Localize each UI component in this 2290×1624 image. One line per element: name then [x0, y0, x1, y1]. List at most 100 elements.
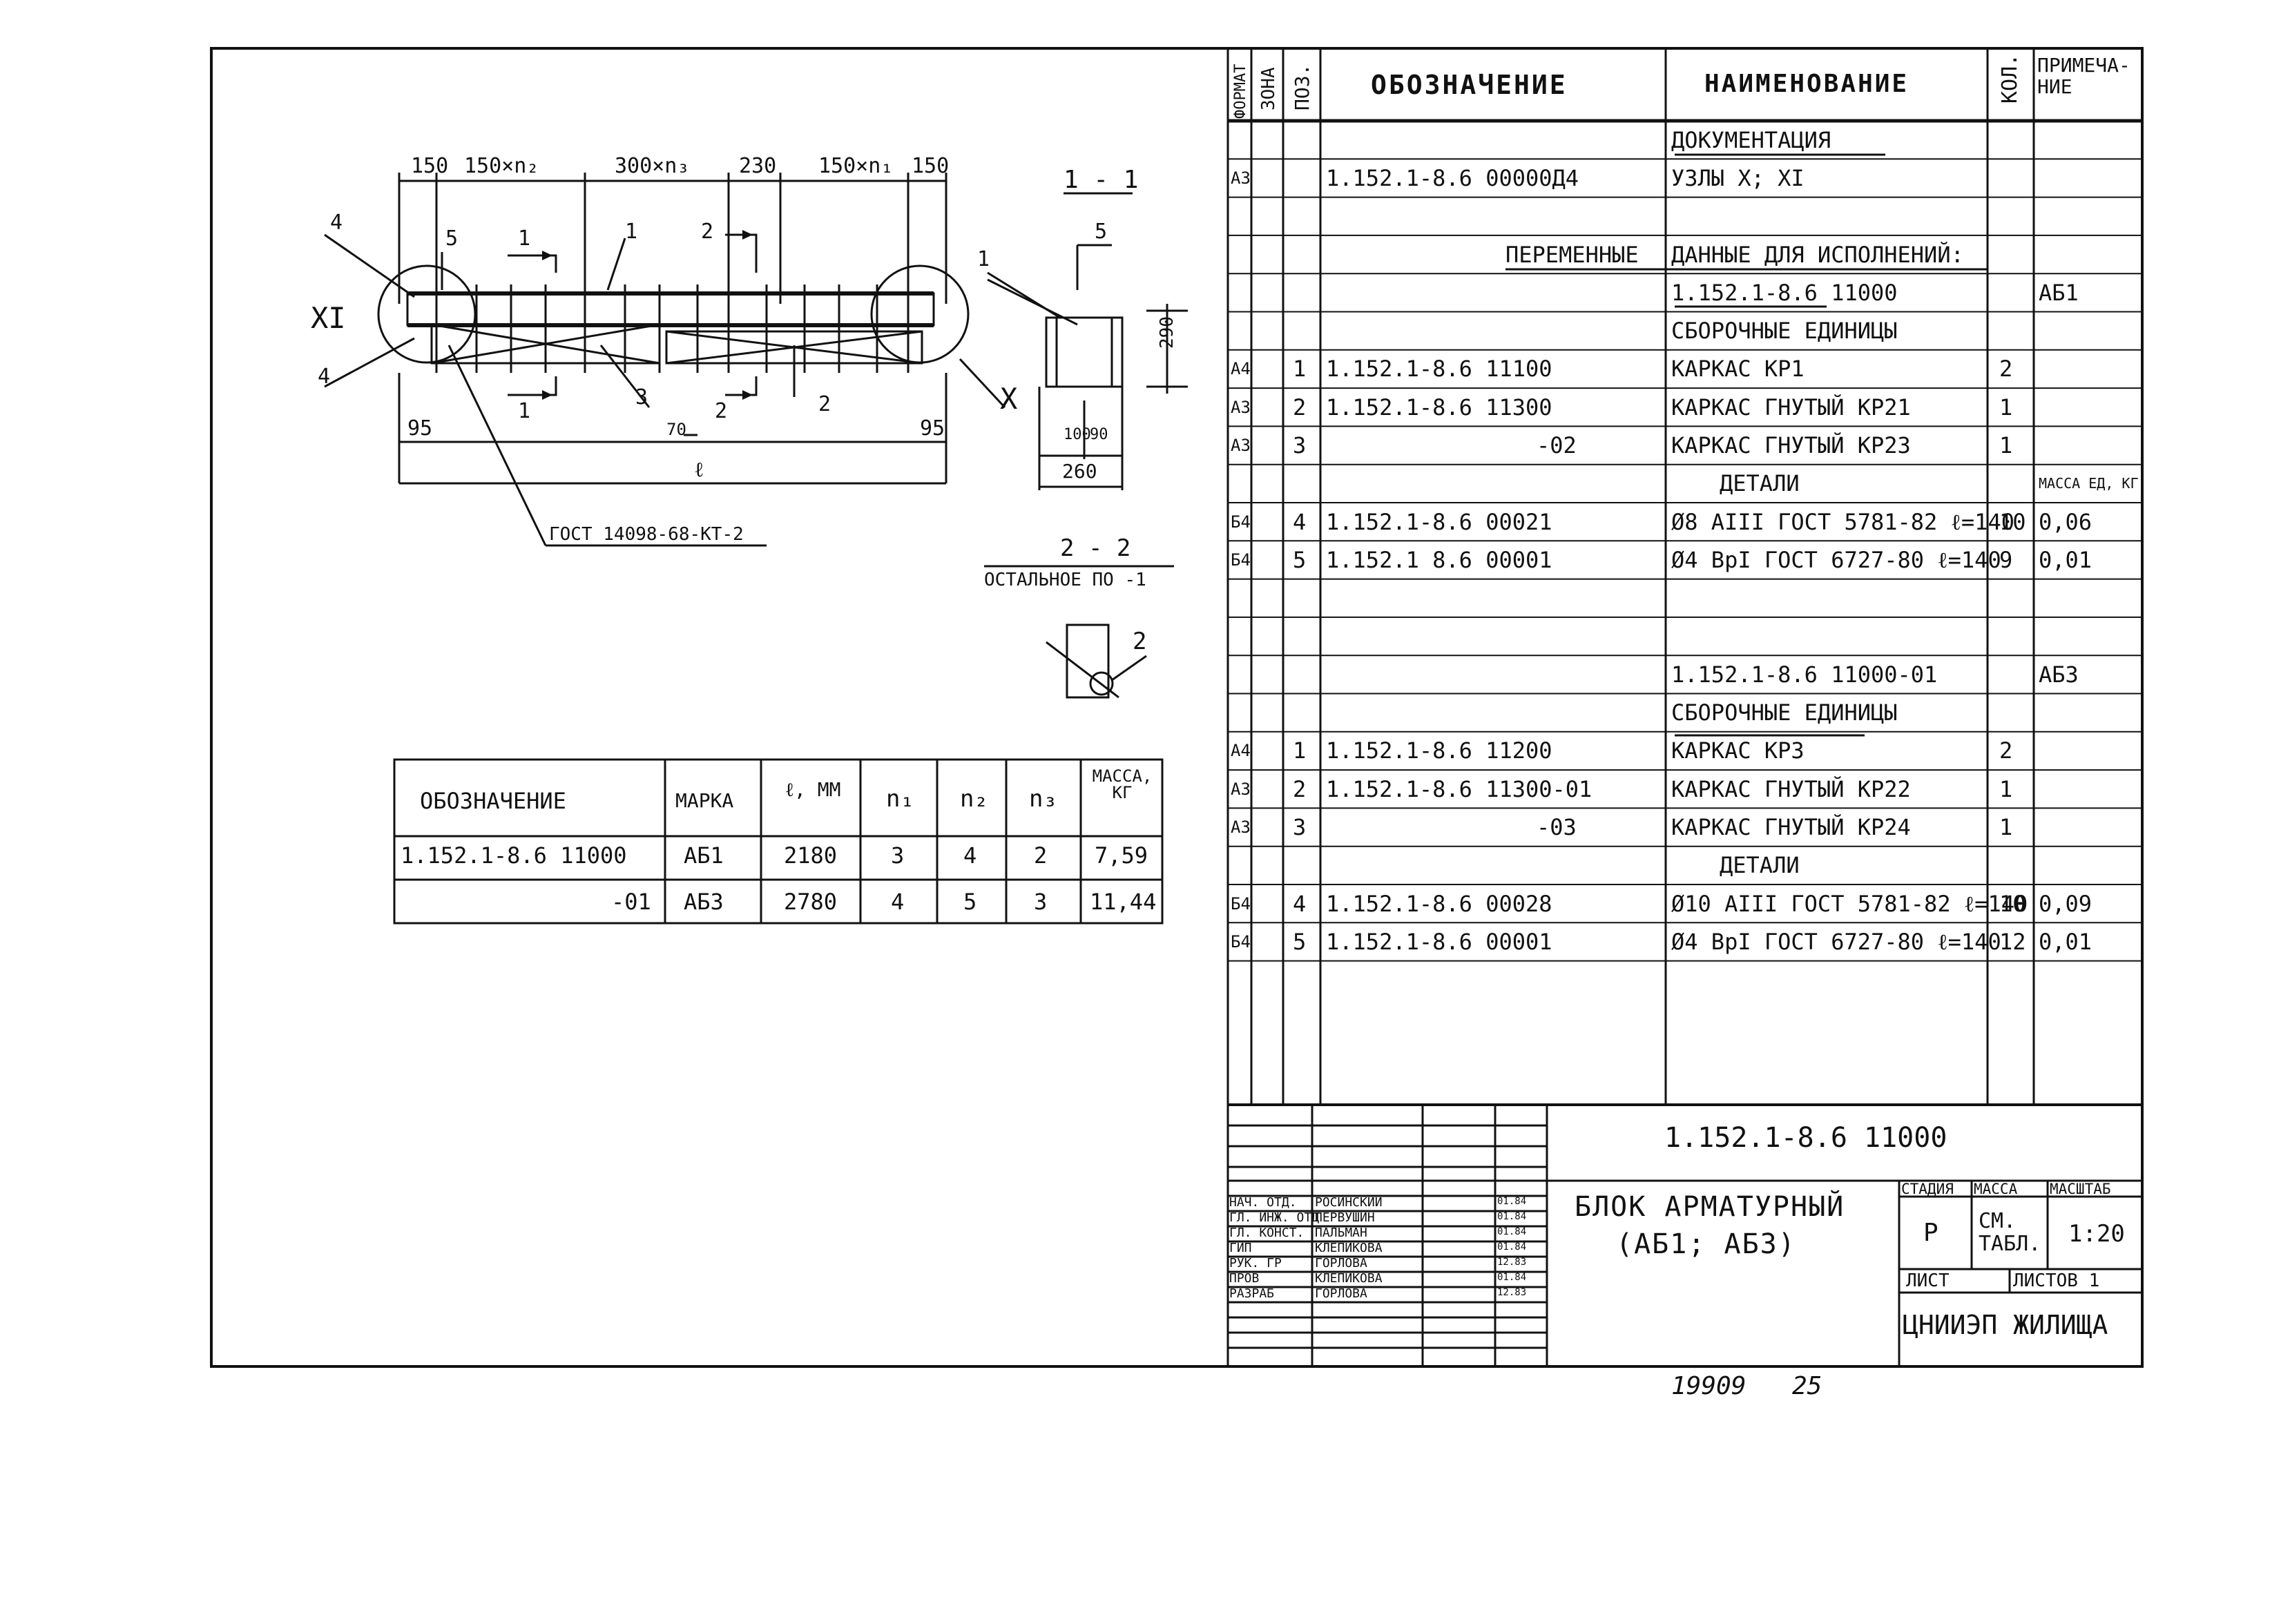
signature-7-date: 12.83	[1497, 1287, 1527, 1298]
spec-row-12-fmt: Б4	[1231, 550, 1251, 570]
spec-row-22-fmt: Б4	[1231, 931, 1251, 951]
spec-header-pos: ПОЗ.	[1291, 64, 1314, 110]
inventory-number: 19909	[1671, 1372, 1747, 1400]
signature-1-name: РОСИНСКИЙ	[1315, 1195, 1383, 1210]
signature-3-name: ПАЛЬМАН	[1315, 1226, 1367, 1240]
spec-row-8-des: 1.152.1-8.6 11300	[1326, 394, 1552, 420]
spec-row-18-name: КАРКАС ГНУТЫЙ КР22	[1671, 775, 1911, 802]
mark-table-row-1-designation: 1.152.1-8.6 11000	[401, 842, 627, 869]
spec-row-7-pos: 1	[1293, 356, 1307, 383]
node-xi-label: XI	[311, 301, 346, 335]
spec-row-12-name: Ø4 BpI ГОСТ 6727-80 ℓ=140	[1671, 546, 2001, 573]
mass-label: МАССА	[1974, 1181, 2018, 1197]
mark-table-row-2-n1: 4	[891, 889, 905, 915]
pos-4-bottom: 4	[318, 365, 330, 389]
section-2-subtitle: ОСТАЛЬНОЕ ПО -1	[984, 570, 1146, 590]
mark-table-row-2-mass: 11,44	[1090, 889, 1157, 915]
spec-row-8-name: КАРКАС ГНУТЫЙ КР21	[1671, 394, 1911, 420]
spec-row-11-fmt: Б4	[1231, 512, 1251, 532]
spec-row-19-des: -03	[1537, 814, 1577, 841]
mark-table-header-mass: МАССА, КГ	[1092, 766, 1153, 802]
sheets-label: ЛИСТОВ 1	[2013, 1270, 2100, 1291]
organization: ЦНИИЭП ЖИЛИЩА	[1903, 1310, 2108, 1340]
spec-header-zone: ЗОНА	[1258, 67, 1279, 110]
spec-row-10-note: МАССА ЕД, КГ	[2039, 475, 2139, 492]
title-block-code: 1.152.1-8.6 11000	[1664, 1122, 1947, 1154]
mark-table-header-n3: n₃	[1029, 785, 1057, 813]
spec-row-17-fmt: А4	[1231, 741, 1251, 761]
mark-table-row-1-mark: АБ1	[684, 842, 724, 869]
spec-row-2-name: УЗЛЫ X; XI	[1671, 164, 1805, 191]
page-number: 25	[1792, 1372, 1822, 1400]
signature-2-date: 01.84	[1497, 1211, 1527, 1222]
mark-table-row-2-length: 2780	[784, 889, 838, 915]
gost-note: ГОСТ 14098-68-КТ-2	[549, 524, 744, 545]
spec-row-15-name: 1.152.1-8.6 11000-01	[1671, 661, 1938, 688]
spec-row-21-qty: 10	[1999, 890, 2026, 917]
signature-6-role: ПРОВ	[1229, 1271, 1260, 1286]
spec-row-1-name: ДОКУМЕНТАЦИЯ	[1671, 126, 1831, 153]
signature-2-role: ГЛ. ИНЖ. ОТД	[1229, 1210, 1320, 1225]
spec-row-9-qty: 1	[1999, 432, 2013, 459]
spec-row-11-name: Ø8 AIII ГОСТ 5781-82 ℓ=140	[1671, 508, 2014, 535]
spec-header-format: ФОРМАТ	[1232, 64, 1249, 119]
spec-row-12-des: 1.152.1 8.6 00001	[1326, 546, 1552, 573]
section-1-pos-a: 1	[977, 247, 990, 271]
pos-2: 2	[818, 392, 831, 416]
dim-n1: 150×n₁	[818, 154, 893, 178]
dim-150-right: 150	[912, 154, 949, 178]
section-mark-2-bottom: 2	[715, 399, 727, 423]
spec-row-5-name: 1.152.1-8.6 11000	[1671, 279, 1898, 306]
spec-row-22-name: Ø4 BpI ГОСТ 6727-80 ℓ=140	[1671, 928, 2001, 955]
spec-row-10-name: ДЕТАЛИ	[1720, 470, 1800, 497]
spec-header-qty: КОЛ.	[1998, 54, 2022, 104]
dim-95-right: 95	[920, 416, 945, 441]
spec-row-6-name: СБОРОЧНЫЕ ЕДИНИЦЫ	[1671, 318, 1898, 345]
signature-4-date: 01.84	[1497, 1241, 1527, 1253]
sheet-label: ЛИСТ	[1906, 1270, 1950, 1291]
stage-label: СТАДИЯ	[1901, 1181, 1954, 1197]
scale-label: МАСШТАБ	[2050, 1181, 2111, 1197]
spec-row-7-name: КАРКАС КР1	[1671, 356, 1805, 383]
pos-4-top: 4	[330, 211, 343, 235]
signature-7-name: ГОРЛОВА	[1315, 1286, 1367, 1301]
spec-row-18-des: 1.152.1-8.6 11300-01	[1326, 775, 1593, 802]
title-line-2: (АБ1; АБ3)	[1616, 1228, 1796, 1260]
section-mark-1-top: 1	[518, 226, 530, 251]
spec-row-7-fmt: А4	[1231, 359, 1251, 379]
spec-header-designation: ОБОЗНАЧЕНИЕ	[1371, 70, 1568, 100]
section-mark-2-top: 2	[701, 220, 713, 244]
spec-row-8-fmt: А3	[1231, 397, 1251, 417]
signature-2-name: ПЕРВУШИН	[1315, 1210, 1375, 1225]
dim-n3: 300×n₃	[615, 154, 689, 178]
spec-row-4-name: ДАННЫЕ ДЛЯ ИСПОЛНЕНИЙ:	[1671, 241, 1964, 268]
mark-table-header-length: ℓ, ММ	[785, 778, 841, 801]
signature-7-role: РАЗРАБ	[1229, 1286, 1275, 1301]
spec-row-21-pos: 4	[1293, 890, 1307, 917]
spec-row-11-qty: 10	[1999, 508, 2026, 535]
mark-table-row-1-mass: 7,59	[1095, 842, 1148, 869]
spec-row-18-fmt: А3	[1231, 779, 1251, 799]
spec-header-name: НАИМЕНОВАНИЕ	[1704, 70, 1909, 98]
spec-row-9-pos: 3	[1293, 432, 1307, 459]
spec-row-8-qty: 1	[1999, 394, 2013, 420]
spec-row-22-note: 0,01	[2039, 928, 2092, 955]
spec-row-12-note: 0,01	[2039, 546, 2092, 573]
mark-table-header-designation: ОБОЗНАЧЕНИЕ	[420, 788, 566, 814]
spec-row-18-qty: 1	[1999, 775, 2013, 802]
spec-row-9-fmt: А3	[1231, 436, 1251, 456]
signature-4-role: ГИП	[1229, 1241, 1252, 1255]
spec-row-19-pos: 3	[1293, 814, 1307, 841]
spec-row-7-qty: 2	[1999, 356, 2013, 383]
spec-header-note: ПРИМЕЧА- НИЕ	[2037, 54, 2130, 98]
spec-row-8-pos: 2	[1293, 394, 1307, 420]
section-1-dim-b: 90	[1090, 426, 1108, 443]
signature-6-name: КЛЕПИКОВА	[1315, 1271, 1383, 1286]
spec-row-21-fmt: Б4	[1231, 893, 1251, 914]
mass-value: СМ. ТАБЛ.	[1979, 1209, 2041, 1256]
spec-row-15-note: АБ3	[2039, 661, 2079, 688]
mark-table-header-mark: МАРКА	[675, 789, 734, 812]
mark-table-row-1-n2: 4	[963, 842, 977, 869]
